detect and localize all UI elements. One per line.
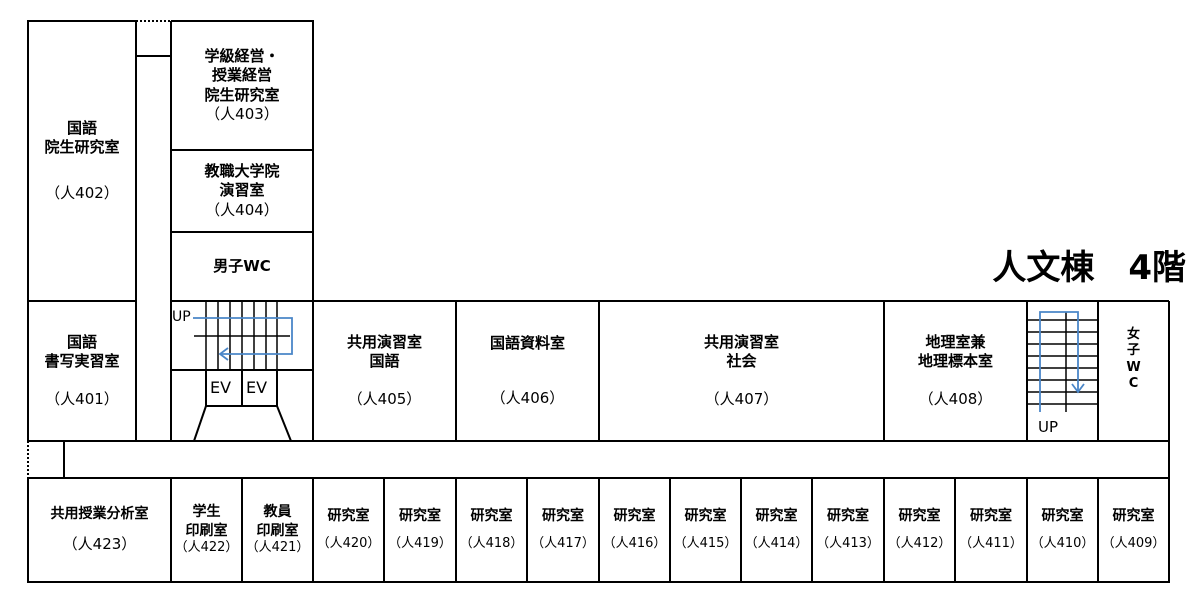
research-room[interactable]: 研究室 （人414）	[741, 478, 812, 582]
research-room-name: 研究室	[1112, 508, 1155, 525]
stair-arrow-right	[1039, 311, 1079, 412]
room-402-number: （人402）	[45, 183, 119, 202]
research-room[interactable]: 研究室 （人409）	[1098, 478, 1169, 582]
research-room-name: 研究室	[470, 508, 513, 525]
room-403-outline	[171, 20, 314, 301]
room-402-name: 国語 院生研究室	[44, 118, 120, 157]
room-408-name: 地理室兼 地理標本室	[917, 332, 993, 371]
room-403-number: （人403）	[205, 105, 279, 123]
stairs-up-label-right: UP	[1038, 418, 1059, 436]
room-403-name: 学級経営・ 授業経営 院生研究室	[204, 46, 280, 104]
research-room-number: （人412）	[887, 535, 952, 551]
research-room[interactable]: 研究室 （人416）	[599, 478, 670, 582]
research-room-name: 研究室	[542, 508, 584, 525]
research-room-number: （人409）	[1101, 535, 1166, 551]
research-room[interactable]: 研究室 （人418）	[456, 478, 527, 582]
research-room[interactable]: 研究室 （人411）	[955, 478, 1027, 582]
research-room-number: （人413）	[816, 535, 880, 551]
research-room-name: 研究室	[827, 508, 869, 525]
room-401[interactable]: 国語 書写実習室 （人401）	[28, 301, 136, 441]
room-422-name: 学生 印刷室	[185, 504, 228, 539]
research-room[interactable]: 研究室 （人412）	[884, 478, 955, 582]
room-407[interactable]: 共用演習室 社会 （人407）	[599, 301, 884, 441]
room-407-name: 共用演習室 社会	[703, 332, 779, 371]
research-room-number: （人411）	[959, 535, 1023, 551]
room-402[interactable]: 国語 院生研究室 （人402）	[28, 21, 136, 301]
room-421-name: 教員 印刷室	[256, 504, 299, 539]
room-408[interactable]: 地理室兼 地理標本室 （人408）	[884, 301, 1027, 441]
research-room-number: （人419）	[388, 535, 452, 551]
research-room-number: （人420）	[316, 535, 381, 551]
research-room[interactable]: 研究室 （人419）	[384, 478, 456, 582]
room-405-name: 共用演習室 国語	[346, 332, 422, 371]
stairs-up-label-left: UP	[172, 309, 191, 325]
research-room-number: （人415）	[673, 535, 738, 551]
wc-men-name: 男子WC	[213, 256, 271, 275]
bottom-row-outline	[27, 477, 1170, 583]
research-room-name: 研究室	[970, 508, 1012, 525]
room-406-number: （人406）	[490, 389, 565, 407]
room-404-name: 教職大学院 演習室	[204, 161, 280, 200]
room-421[interactable]: 教員 印刷室 （人421）	[242, 478, 313, 582]
room-408-number: （人408）	[918, 389, 993, 408]
research-room-number: （人418）	[459, 535, 524, 551]
room-401-number: （人401）	[45, 389, 119, 408]
research-room-number: （人417）	[531, 535, 595, 551]
wc-women-name: 女 子 W C	[1126, 327, 1141, 391]
building-title: 人文棟 4階	[992, 248, 1186, 288]
room-406-name: 国語資料室	[489, 333, 565, 352]
room-405-number: （人405）	[347, 389, 422, 408]
room-wc-women[interactable]: 女 子 W C	[1098, 301, 1169, 441]
research-room-name: 研究室	[399, 508, 441, 525]
research-room-name: 研究室	[898, 508, 941, 525]
room-401-name: 国語 書写実習室	[44, 332, 120, 371]
room-423-number: （人423）	[62, 535, 137, 554]
research-room[interactable]: 研究室 （人413）	[812, 478, 884, 582]
elevator-1[interactable]: EV	[210, 378, 232, 397]
room-422-number: （人422）	[174, 539, 239, 555]
research-room-name: 研究室	[327, 508, 370, 525]
stair-arrow-left	[193, 317, 293, 355]
research-room-name: 研究室	[755, 508, 798, 525]
room-406[interactable]: 国語資料室 （人406）	[456, 301, 599, 441]
research-room[interactable]: 研究室 （人417）	[527, 478, 599, 582]
research-room-name: 研究室	[684, 508, 727, 525]
research-room[interactable]: 研究室 （人420）	[313, 478, 384, 582]
research-room[interactable]: 研究室 （人410）	[1027, 478, 1098, 582]
research-room-name: 研究室	[613, 508, 656, 525]
room-423-name: 共用授業分析室	[50, 506, 149, 523]
research-room-number: （人414）	[744, 535, 809, 551]
room-422[interactable]: 学生 印刷室 （人422）	[171, 478, 242, 582]
research-room-number: （人410）	[1030, 535, 1095, 551]
research-room-name: 研究室	[1041, 508, 1084, 525]
research-room[interactable]: 研究室 （人415）	[670, 478, 741, 582]
room-wc-men[interactable]: 男子WC	[171, 232, 313, 301]
elevator-2[interactable]: EV	[246, 378, 268, 397]
room-403[interactable]: 学級経営・ 授業経営 院生研究室 （人403）	[171, 21, 313, 150]
room-405[interactable]: 共用演習室 国語 （人405）	[313, 301, 456, 441]
room-404[interactable]: 教職大学院 演習室 （人404）	[171, 150, 313, 232]
research-room-number: （人416）	[602, 535, 667, 551]
room-423[interactable]: 共用授業分析室 （人423）	[28, 478, 171, 582]
room-404-number: （人404）	[205, 200, 279, 219]
room-421-number: （人421）	[245, 539, 310, 555]
room-407-number: （人407）	[704, 389, 779, 408]
